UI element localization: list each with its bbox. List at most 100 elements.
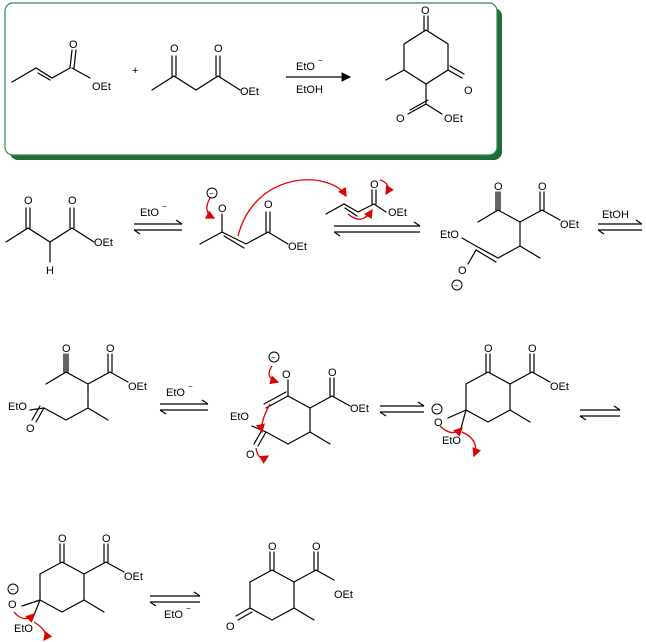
- minus-sign: −: [271, 353, 276, 362]
- summary-box: O OEt + O O OEt EtO − EtOH: [4, 2, 502, 160]
- reagent-ethoxide: EtO: [164, 609, 183, 621]
- minus-sign: −: [454, 281, 459, 290]
- minus-sign: −: [209, 189, 214, 198]
- reagent-ethoxide: EtO: [140, 207, 159, 219]
- o-label: O: [62, 343, 71, 355]
- curved-arrow: [237, 179, 347, 237]
- curved-arrow: [255, 447, 270, 464]
- summary-box-frame: [4, 2, 498, 156]
- o-label: O: [264, 199, 273, 211]
- reagent-ethoxide-charge: −: [162, 202, 167, 211]
- o-label: O: [106, 343, 115, 355]
- oet-label: OEt: [240, 86, 259, 98]
- o-label: O: [8, 599, 17, 611]
- oet-label: OEt: [124, 571, 143, 583]
- o-label: O: [24, 195, 33, 207]
- plus-sign: +: [132, 65, 138, 77]
- reagent-ethoxide-charge: −: [186, 604, 191, 613]
- o-label: O: [102, 533, 111, 545]
- oet-label: OEt: [350, 403, 369, 415]
- minus-sign: −: [434, 405, 439, 414]
- oet-label: OEt: [560, 219, 579, 231]
- o-label: O: [484, 343, 493, 355]
- eto-label: EtO: [8, 401, 27, 413]
- curved-arrow: [256, 403, 271, 434]
- curved-arrow: [268, 365, 280, 385]
- o-label: O: [214, 43, 223, 55]
- row1-enolate: − O O OEt: [199, 179, 347, 253]
- o-label: O: [458, 265, 467, 277]
- oet-label: OEt: [334, 589, 353, 601]
- equilibrium-arrow-7: EtO −: [149, 591, 201, 621]
- oet-label: OEt: [288, 241, 307, 253]
- reagent-ethanol: EtOH: [602, 209, 629, 221]
- eto-label: EtO: [14, 623, 33, 635]
- eto-label: EtO: [442, 435, 461, 447]
- negative-charge: [268, 351, 280, 363]
- curved-arrow: [439, 425, 463, 437]
- summary-product: O O O OEt: [385, 5, 473, 125]
- final-product: O O OEt O: [226, 541, 353, 633]
- o-label: O: [246, 449, 255, 461]
- eto-label: EtO: [440, 229, 459, 241]
- o-label: O: [434, 417, 443, 429]
- reagent-ethanol: EtOH: [296, 84, 323, 96]
- row2-adduct: O O OEt EtO O: [8, 343, 147, 435]
- o-label: O: [282, 369, 291, 381]
- o-label: O: [58, 533, 67, 545]
- o-label: O: [268, 541, 277, 553]
- equilibrium-arrow-4: EtO −: [159, 382, 209, 415]
- oet-label: OEt: [92, 81, 111, 93]
- equilibrium-arrow-3: EtOH: [597, 209, 643, 235]
- o-label: O: [312, 541, 321, 553]
- negative-charge: [431, 403, 443, 415]
- ethyl-crotonate: O OEt: [11, 39, 111, 93]
- o-label: O: [226, 621, 235, 633]
- curved-arrow: [13, 611, 35, 623]
- oet-label: OEt: [128, 381, 147, 393]
- curved-arrow: [347, 208, 373, 220]
- reagent-ethoxide-charge: −: [318, 56, 323, 65]
- curved-arrow: [461, 431, 481, 458]
- equilibrium-arrow-5: [379, 401, 425, 417]
- row3-tetrahedral-intermediate: O O OEt − O EtO: [7, 533, 143, 642]
- curved-arrow: [379, 179, 394, 196]
- o-label: O: [170, 43, 179, 55]
- equilibrium-arrow-6: [579, 405, 621, 421]
- o-label: O: [370, 179, 379, 191]
- oet-label: OEt: [94, 237, 113, 249]
- row2-tetrahedral-intermediate: O O OEt − O EtO: [431, 343, 569, 458]
- o-label: O: [464, 85, 473, 97]
- oet-label: OEt: [444, 113, 463, 125]
- oet-label: OEt: [550, 381, 569, 393]
- curved-arrow: [33, 621, 53, 642]
- o-label: O: [396, 113, 405, 125]
- row2-enolate: − O O OEt EtO O: [230, 351, 369, 464]
- minus-sign: −: [10, 585, 15, 594]
- curved-arrow: [204, 197, 216, 219]
- row1-acetoacetate: O O H OEt: [5, 195, 113, 277]
- negative-charge: [7, 583, 19, 595]
- o-label: O: [421, 5, 430, 17]
- summary-reaction-arrow: EtO − EtOH: [286, 56, 352, 96]
- eto-label: EtO: [230, 411, 249, 423]
- row1-michael-adduct: O O OEt EtO O −: [440, 181, 579, 291]
- negative-charge: [206, 187, 218, 199]
- o-label: O: [494, 181, 503, 193]
- o-label: O: [69, 39, 78, 51]
- h-label: H: [46, 265, 54, 277]
- oet-label: OEt: [388, 207, 407, 219]
- o-label: O: [528, 343, 537, 355]
- row1-crotonate: O OEt: [325, 179, 407, 220]
- reagent-ethoxide: EtO: [296, 61, 315, 73]
- equilibrium-arrow-1: EtO −: [133, 202, 183, 235]
- reagent-ethoxide: EtO: [166, 387, 185, 399]
- equilibrium-arrow-2: [333, 221, 421, 237]
- o-label: O: [26, 423, 35, 435]
- reagent-ethoxide-charge: −: [188, 382, 193, 391]
- o-label: O: [538, 181, 547, 193]
- o-label: O: [218, 203, 227, 215]
- negative-charge: [451, 279, 463, 291]
- ethyl-acetoacetate: O O OEt: [151, 43, 259, 98]
